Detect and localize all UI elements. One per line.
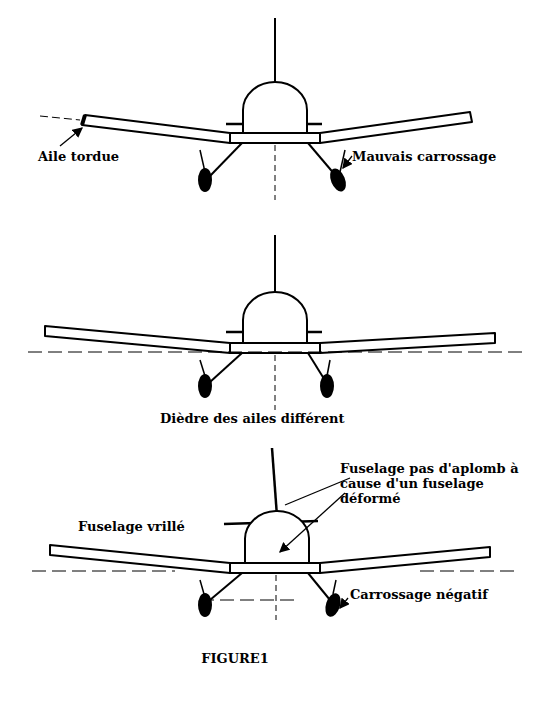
callout-label: Carrossage négatif [350,588,530,603]
figure-caption: FIGURE1 [175,652,295,667]
callout-label: Fuselage pas d'aplomb à cause d'un fusel… [340,462,525,507]
callout-label: Fuselage vrillé [78,520,218,535]
callout-label: Dièdre des ailes différent [160,412,400,427]
callout-label: Aile tordue [38,150,168,165]
callout-label: Mauvais carrossage [352,150,542,165]
